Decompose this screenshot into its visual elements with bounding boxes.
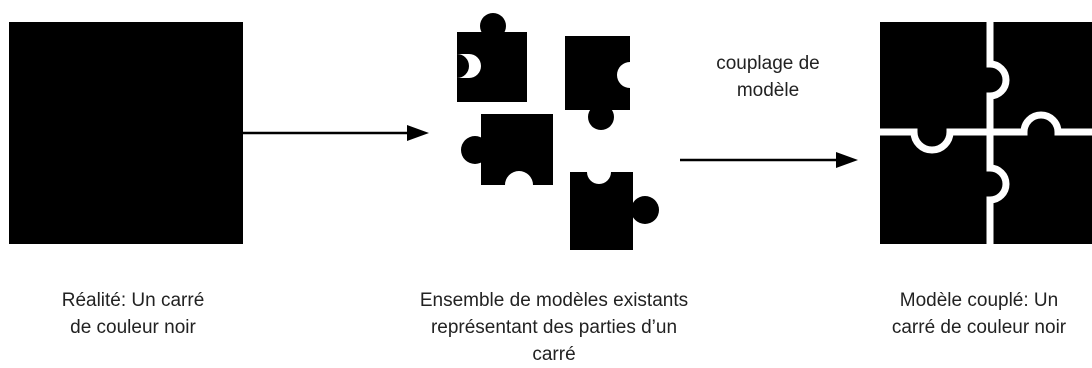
arrow-pieces-to-coupled [680,152,858,168]
puzzle-piece-2 [565,36,630,130]
caption-ensemble-line-2: représentant des parties d’un [430,317,678,338]
coupling-edge-label: couplage de modèle [690,50,846,104]
coupling-edge-label-line-1: couplage de [716,53,820,74]
caption-ensemble-line-3: carré [532,344,576,365]
caption-ensemble: Ensemble de modèles existants représenta… [388,287,720,368]
puzzle-piece-3 [461,114,553,185]
assembled-puzzle-icon [880,22,1092,244]
caption-coupled-line-2: carré de couleur noir [891,317,1067,338]
coupling-edge-label-line-2: modèle [736,80,800,101]
caption-coupled: Modèle couplé: Un carré de couleur noir [868,287,1090,341]
caption-reality-line-2: de couleur noir [70,317,196,338]
arrow-reality-to-pieces [243,125,429,141]
caption-coupled-line-1: Modèle couplé: Un [899,290,1059,311]
caption-ensemble-line-1: Ensemble de modèles existants [419,290,689,311]
puzzle-piece-4 [570,172,659,250]
puzzle-pieces-icon [457,13,659,250]
black-square-icon [9,22,243,244]
puzzle-piece-1 [457,13,527,102]
caption-reality-line-1: Réalité: Un carré [61,290,205,311]
caption-reality: Réalité: Un carré de couleur noir [20,287,246,341]
